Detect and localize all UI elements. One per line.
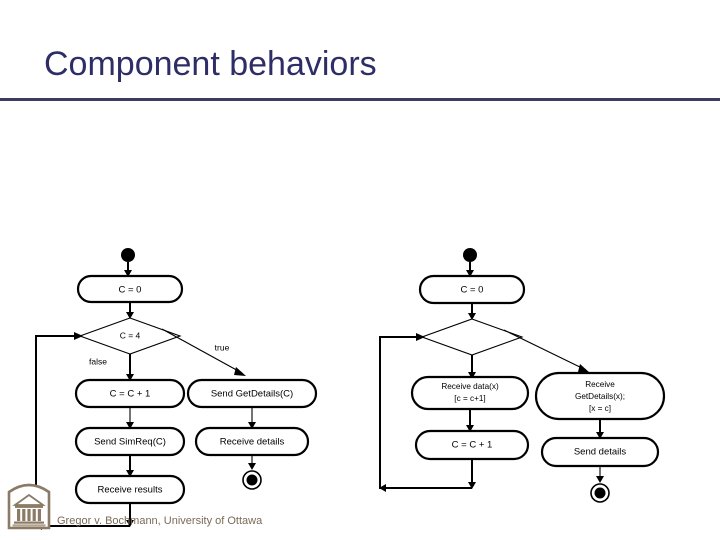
arrowhead [126,422,134,429]
activity-node-incr-c: C = C + 1 [74,378,186,409]
activity-node-label-line2: GetDetails(x); [575,392,625,401]
logo-column [37,509,41,521]
activity-node-label: Send GetDetails(C) [211,389,293,400]
arrowhead [578,364,590,373]
arrowhead [466,425,474,432]
initial-node-icon [121,248,135,262]
activity-node-label: Receive details [220,437,285,448]
activity-node-incr-c2: C = C + 1 [414,429,530,461]
activity-node-label: C = C + 1 [452,440,493,451]
flow-decision-diagonal [503,329,587,371]
activity-node-send-getdetails: Send GetDetails(C) [186,378,318,409]
logo-column [32,509,36,521]
arrowhead [248,422,256,429]
logo-step [12,524,46,527]
decision-branch-false-label: false [89,356,107,366]
logo-column [17,509,21,521]
footer-credit: Gregor v. Bochmann, University of Ottawa [57,515,263,527]
activity-node-label-line3: [x = c] [589,404,611,413]
arrowhead [416,333,425,341]
logo-pediment [12,493,46,506]
arrowhead [466,270,474,277]
arrowhead [126,520,134,527]
decision-label: C = 4 [120,330,141,340]
arrowhead [234,367,246,376]
arrowhead [596,432,604,439]
arrowhead [596,476,604,483]
activity-node-init-c2: C = 0 [418,274,526,305]
activity-node-label: Send SimReq(C) [94,437,166,448]
arrowhead [248,463,256,470]
final-node-icon [590,483,610,503]
arrowhead [126,312,134,319]
arrowhead [468,313,476,320]
arrowhead [126,470,134,477]
arrowhead [379,484,386,492]
page-title: Component behaviors [44,45,377,83]
activity-node-label-line2: [c = c+1] [454,394,485,403]
flow-decision-true [161,328,243,374]
flow-loop-back [35,335,130,527]
title-divider [0,98,720,101]
activity-node-send-details: Send details [540,436,660,468]
activity-diagram-server: C = 0 Receive data(x) [c = c+1] [379,240,700,520]
activity-node-label-line1: Receive [585,380,615,389]
arrowhead [468,372,476,379]
activity-node-label: Receive results [98,485,163,496]
activity-node-init-c: C = 0 [76,274,184,304]
activity-node-label-line1: Receive data(x) [441,382,499,391]
activity-node-receive-details: Receive details [194,426,310,457]
arrowhead [126,374,134,381]
decision-node-guard-c4: C = 4 [78,317,182,355]
decision-node-guard-blank [420,318,524,356]
logo-column [22,509,26,521]
logo-step [14,521,44,524]
initial-node-icon [463,248,477,262]
activity-node-label: C = 0 [461,285,484,296]
activity-node-receive-getdetails: Receive GetDetails(x); [x = c] [534,371,666,421]
logo-architrave [15,505,43,508]
activity-node-label: Send details [574,447,627,458]
university-of-ottawa-logo [6,479,52,531]
activity-node-receive-results: Receive results [74,474,186,505]
activity-node-receive-data: Receive data(x) [c = c+1] [410,375,530,411]
flow-loop-back [379,336,472,489]
activity-node-send-simreq: Send SimReq(C) [74,426,186,457]
final-node-icon [242,470,262,490]
activity-node-label: C = C + 1 [110,389,151,400]
decision-branch-true-label: true [215,342,230,352]
arrowhead [74,332,83,340]
logo-column [27,509,31,521]
arrowhead [124,270,132,277]
activity-node-label: C = 0 [119,285,142,296]
arrowhead [468,482,476,489]
activity-diagram-client: C = 0 C = 4 false true C = C [35,240,360,530]
